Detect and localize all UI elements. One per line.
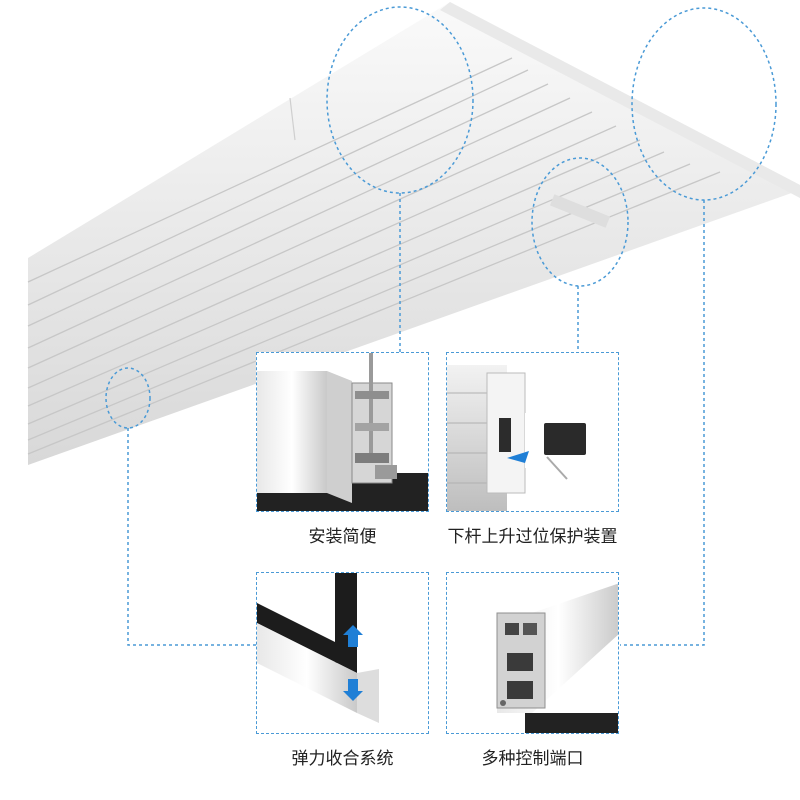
feature-label-elastic-retraction: 弹力收合系统	[291, 749, 394, 769]
feature-label-overtravel-protection: 下杆上升过位保护装置	[447, 527, 618, 547]
panel-easy-install	[256, 352, 429, 512]
callout-lines	[127, 193, 705, 646]
ports-illustration	[496, 583, 618, 733]
bracket-illustration	[257, 353, 428, 511]
ceiling-housing	[27, 2, 800, 465]
protection-illustration	[447, 365, 595, 511]
arrow-up-icon	[343, 625, 363, 647]
retraction-illustration	[257, 573, 379, 723]
feature-label-easy-install: 安装简便	[308, 527, 377, 547]
panel-control-ports	[446, 572, 619, 734]
arrow-down-icon	[343, 679, 363, 701]
panel-overtravel-protection	[446, 352, 619, 512]
panel-elastic-retraction	[256, 572, 429, 734]
feature-label-control-ports: 多种控制端口	[481, 749, 584, 769]
